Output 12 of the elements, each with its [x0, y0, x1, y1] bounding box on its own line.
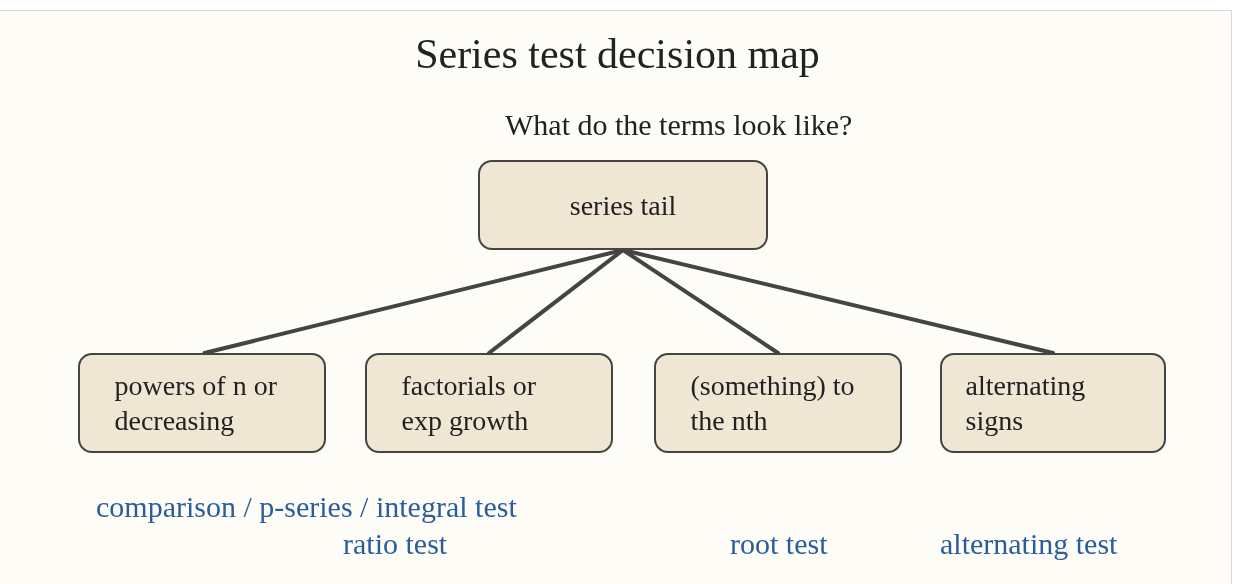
decision-box: series tail	[478, 160, 768, 250]
test-name-label: comparison / p-series / integral test	[96, 490, 517, 524]
decision-box: (something) to the nth	[654, 353, 902, 453]
test-name-label: alternating test	[940, 527, 1118, 561]
question-text: What do the terms look like?	[505, 108, 925, 148]
test-name-label: root test	[730, 527, 828, 561]
decision-box: alternating signs	[940, 353, 1166, 453]
connector-line	[621, 248, 1055, 355]
decision-box: powers of n or decreasing	[78, 353, 326, 453]
decision-box: factorials or exp growth	[365, 353, 613, 453]
test-name-label: ratio test	[343, 527, 448, 561]
diagram-title: Series test decision map	[414, 30, 821, 78]
